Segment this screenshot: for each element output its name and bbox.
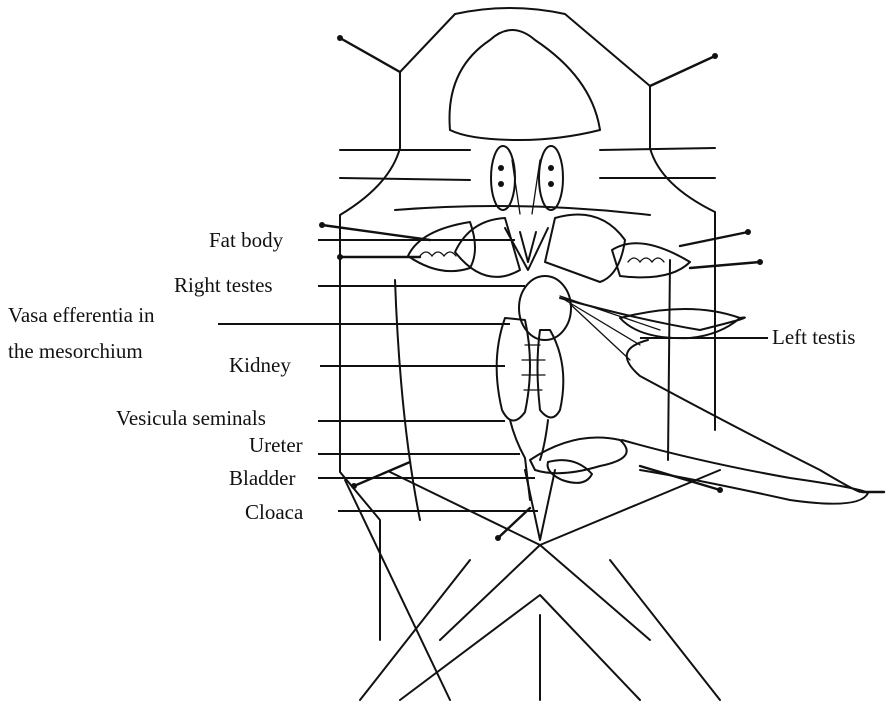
ducts-bladder (510, 340, 884, 540)
central-organs (455, 146, 625, 282)
label-vasa-efferentia-line1: Vasa efferentia in (8, 303, 155, 327)
pins (319, 35, 763, 541)
label-left-testis: Left testis (772, 325, 855, 349)
fat-bodies (408, 222, 690, 277)
label-bladder: Bladder (229, 466, 295, 490)
label-vesicula-seminals: Vesicula seminals (116, 406, 266, 430)
label-right-testes: Right testes (174, 273, 273, 297)
label-vasa-efferentia-line2: the mesorchium (8, 339, 143, 363)
label-fat-body: Fat body (209, 228, 283, 252)
label-ureter: Ureter (249, 433, 303, 457)
label-kidney: Kidney (229, 353, 291, 377)
leader-lines (218, 240, 768, 511)
label-cloaca: Cloaca (245, 500, 303, 524)
testes-kidneys (497, 276, 745, 421)
